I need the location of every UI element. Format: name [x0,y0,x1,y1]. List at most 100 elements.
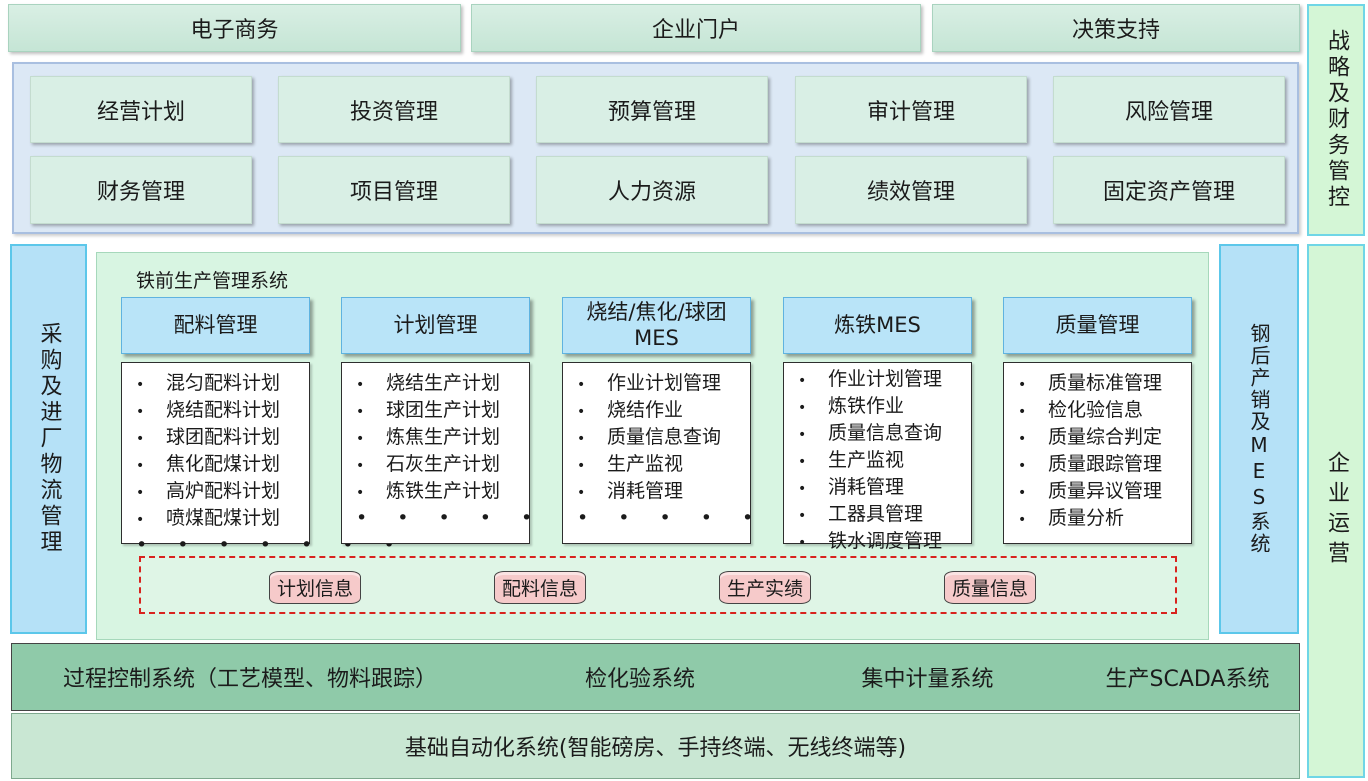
list-item: •质量分析 [1018,507,1125,529]
ellipsis-dots: • • • • • • • [356,507,627,529]
list-item: •作业计划管理 [798,368,943,390]
strategy-box: 经营计划 [30,76,252,143]
module-header-label: 烧结/焦化/球团MES [586,300,727,350]
list-item: •喷煤配煤计划 [136,507,281,529]
top-item-decision: 决策支持 [932,4,1300,52]
strategy-box: 人力资源 [536,156,768,224]
list-item: •焦化配煤计划 [136,453,281,475]
top-item-ecommerce: 电子商务 [8,4,461,52]
list-item: •炼铁作业 [798,395,905,417]
process-system-label: 检化验系统 [584,667,695,692]
list-item: •炼焦生产计划 [356,426,501,448]
module-header: 配料管理 [121,297,310,354]
process-systems-bar [11,643,1300,711]
list-item: •质量异议管理 [1018,480,1163,502]
strategy-finance-text: 战略及财务管控 [1324,29,1349,211]
database-label: 配料信息 [501,578,578,600]
scada-system: 生产SCADA系统 [1095,643,1280,711]
list-item: •消耗管理 [798,476,905,498]
module-list: •作业计划管理 •炼铁作业 •质量信息查询 •生产监视 •消耗管理 •工器具管理… [783,362,972,552]
list-item: •石灰生产计划 [356,453,501,475]
module-list: •烧结生产计划 •球团生产计划 •炼焦生产计划 •石灰生产计划 •炼铁生产计划 … [341,362,627,544]
database-label: 计划信息 [276,578,353,600]
module-list: •混匀配料计划 •烧结配料计划 •球团配料计划 •焦化配煤计划 •高炉配料计划 … [121,362,395,556]
strategy-box-label: 预算管理 [607,99,696,125]
strategy-box: 绩效管理 [795,156,1027,224]
mes-title: 铁前生产管理系统 [136,270,289,292]
list-item: •质量标准管理 [1018,372,1163,394]
strategy-box-label: 投资管理 [349,99,438,125]
strategy-box: 财务管理 [30,156,252,224]
procurement-logistics-text: 采购及进厂物流管理 [36,322,62,556]
strategy-box-label: 绩效管理 [866,180,955,205]
sales-mes-text: 钢后产销及MES系统 [1247,323,1271,555]
lab-system: 检化验系统 [560,643,720,711]
database-icon: 质量信息 [944,571,1036,604]
list-item: •铁水调度管理 [798,530,943,552]
list-item: •质量信息查询 [798,422,943,444]
ellipsis-dots: • • • • • • • [136,534,407,556]
list-item: •消耗管理 [577,480,684,502]
strategy-box: 固定资产管理 [1053,156,1285,224]
list-item: •工器具管理 [798,503,924,525]
list-item: •烧结配料计划 [136,399,281,421]
database-icon: 配料信息 [494,571,586,604]
top-item-portal: 企业门户 [471,4,921,52]
strategy-box-label: 财务管理 [96,180,185,205]
list-item: •烧结生产计划 [356,372,501,394]
list-item: •生产监视 [577,453,684,475]
list-item: •生产监视 [798,449,905,471]
module-header: 炼铁MES [783,297,972,354]
module-header: 烧结/焦化/球团MES [562,297,751,354]
list-item: •质量综合判定 [1018,426,1163,448]
top-item-label: 企业门户 [651,18,740,43]
strategy-box: 审计管理 [795,76,1027,143]
list-item: •混匀配料计划 [136,372,281,394]
strategy-box-label: 审计管理 [866,99,955,125]
module-header-label: 炼铁MES [834,312,921,337]
module-header-label: 配料管理 [173,312,258,337]
module-header: 计划管理 [341,297,530,354]
ellipsis-dots: • • • • • • • [577,507,848,529]
strategy-box: 预算管理 [536,76,768,143]
process-system-label: 生产SCADA系统 [1105,667,1270,692]
list-item: •球团生产计划 [356,399,501,421]
list-item: •高炉配料计划 [136,480,281,502]
database-label: 质量信息 [951,578,1028,600]
process-system-label: 集中计量系统 [861,667,994,692]
enterprise-ops-label: 企业运营 [1307,244,1365,778]
sales-mes-label: 钢后产销及MES系统 [1219,244,1299,634]
database-icon: 生产实绩 [719,571,811,604]
strategy-box-label: 经营计划 [96,99,185,125]
list-item: •作业计划管理 [577,372,722,394]
strategy-box: 投资管理 [278,76,510,143]
basic-automation-bar: 基础自动化系统(智能磅房、手持终端、无线终端等) [11,713,1300,779]
strategy-box-label: 固定资产管理 [1102,180,1235,205]
strategy-box-label: 项目管理 [349,180,438,205]
list-item: •质量信息查询 [577,426,722,448]
list-item: •质量跟踪管理 [1018,453,1163,475]
enterprise-ops-text: 企业运营 [1324,451,1349,571]
module-header: 质量管理 [1003,297,1192,354]
list-item: •炼铁生产计划 [356,480,501,502]
top-item-label: 电子商务 [190,18,279,43]
module-header-label: 质量管理 [1055,312,1140,337]
list-item: •烧结作业 [577,399,684,421]
strategy-box-label: 风险管理 [1124,99,1213,125]
procurement-logistics-label: 采购及进厂物流管理 [10,244,87,634]
database-label: 生产实绩 [726,578,803,600]
list-item: •检化验信息 [1018,399,1144,421]
module-list: •作业计划管理 •烧结作业 •质量信息查询 •生产监视 •消耗管理 • • • … [562,362,848,544]
metering-system: 集中计量系统 [840,643,1015,711]
strategy-box: 项目管理 [278,156,510,224]
basic-automation-label: 基础自动化系统(智能磅房、手持终端、无线终端等) [404,736,907,761]
database-icon: 计划信息 [269,571,361,604]
process-control-system: 过程控制系统（工艺模型、物料跟踪） [30,643,470,711]
process-system-label: 过程控制系统（工艺模型、物料跟踪） [62,667,437,692]
list-item: •球团配料计划 [136,426,281,448]
strategy-box: 风险管理 [1053,76,1285,143]
top-item-label: 决策支持 [1071,18,1160,43]
strategy-finance-label: 战略及财务管控 [1307,4,1365,236]
module-header-label: 计划管理 [393,312,478,337]
module-list: •质量标准管理 •检化验信息 •质量综合判定 •质量跟踪管理 •质量异议管理 •… [1003,362,1192,544]
